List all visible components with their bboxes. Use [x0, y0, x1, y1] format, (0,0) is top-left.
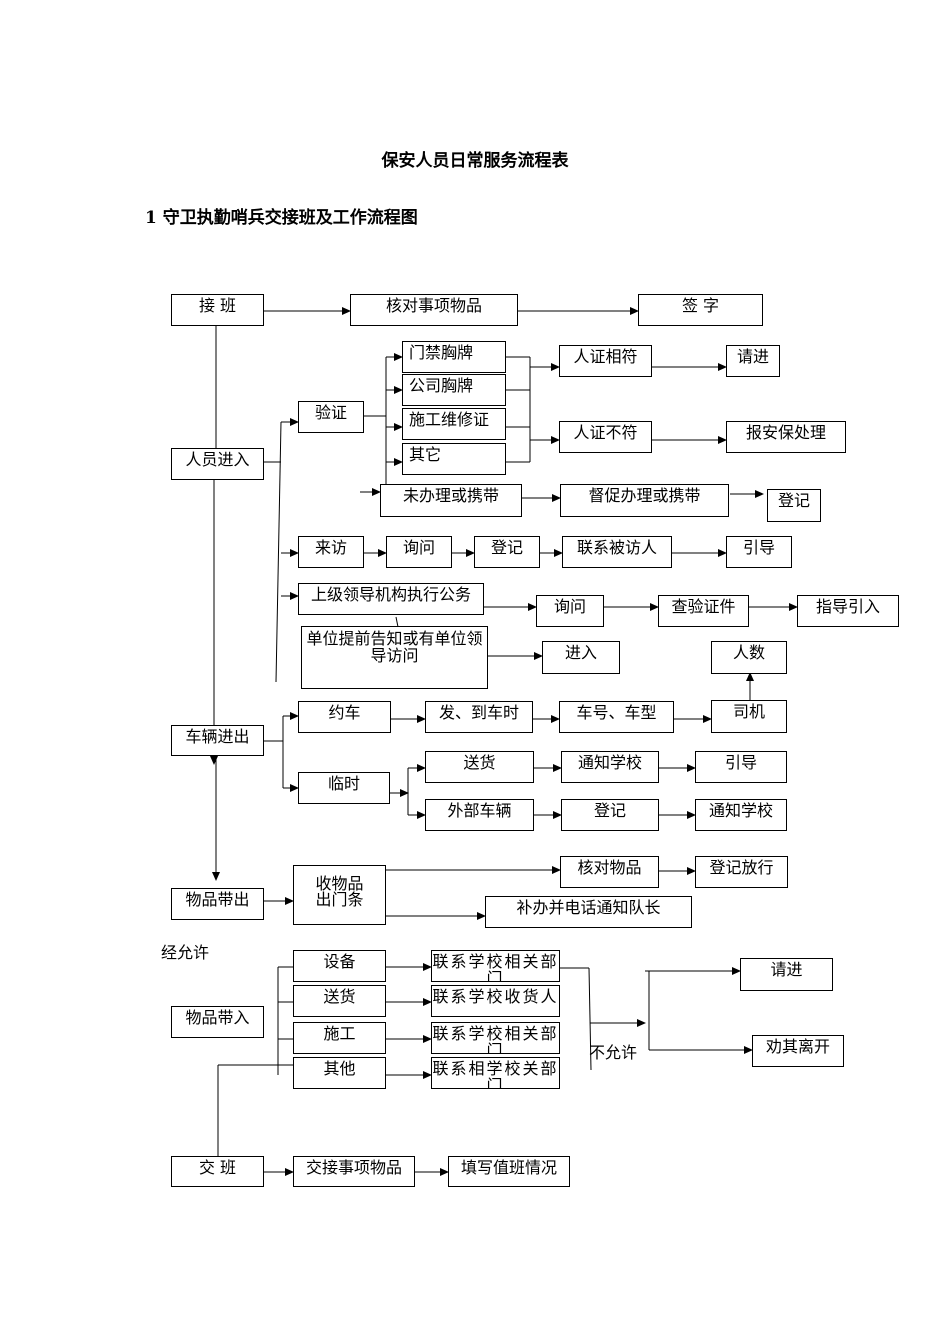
node-dengji-fangxing: 登记放行 — [695, 856, 788, 888]
node-yindao2: 引导 — [695, 751, 787, 783]
node-wupin-dai-ru: 物品带入 — [171, 1006, 264, 1038]
node-dengji2: 登记 — [474, 536, 540, 568]
node-chayan: 查验证件 — [658, 595, 749, 627]
node-lianxi-xiangguan3: 联系相学校关部门 — [431, 1057, 560, 1089]
node-xunwen2: 询问 — [536, 595, 604, 627]
node-lianxi-xiangguan1: 联系学校相关部门 — [431, 950, 560, 982]
node-lianxi-shouhuo: 联系学校收货人 — [431, 985, 560, 1017]
node-jiaoban: 交 班 — [171, 1156, 264, 1187]
node-gongsi: 公司胸牌 — [402, 374, 506, 406]
node-duchu: 督促办理或携带 — [560, 484, 729, 517]
node-jinru: 进入 — [542, 641, 620, 674]
node-shouwupin: 收物品出门条 — [293, 865, 386, 925]
node-chehao: 车号、车型 — [559, 701, 674, 733]
node-qita1: 其它 — [402, 443, 506, 475]
node-jiaojie: 交接事项物品 — [293, 1156, 415, 1187]
node-waibu: 外部车辆 — [425, 799, 534, 831]
section-title: 1 守卫执勤哨兵交接班及工作流程图 — [145, 208, 418, 228]
node-yanzheng: 验证 — [298, 401, 364, 433]
node-lianxi: 联系被访人 — [562, 536, 672, 568]
node-hedui: 核对事项物品 — [350, 294, 518, 326]
node-wupin-dai-chu: 物品带出 — [171, 888, 264, 920]
node-renyuan: 人员进入 — [171, 448, 264, 480]
node-laifang: 来访 — [298, 536, 364, 568]
node-menjin: 门禁胸牌 — [402, 341, 506, 373]
node-quanqi: 劝其离开 — [752, 1035, 844, 1067]
node-renzheng-xiangfu: 人证相符 — [559, 345, 652, 377]
node-xunwen1: 询问 — [386, 536, 452, 568]
node-danwei: 单位提前告知或有单位领导访问 — [301, 626, 488, 689]
node-fadao: 发、到车时 — [425, 701, 533, 733]
node-qita2: 其他 — [293, 1057, 386, 1089]
node-songhuo2: 送货 — [293, 985, 386, 1017]
node-shebei: 设备 — [293, 950, 386, 982]
node-weibanli: 未办理或携带 — [380, 484, 522, 517]
node-tongzhi2: 通知学校 — [695, 799, 787, 831]
node-yindao1: 引导 — [726, 536, 792, 568]
node-zhidao: 指导引入 — [797, 595, 899, 627]
node-tongzhi1: 通知学校 — [561, 751, 659, 783]
node-hedui-wupin: 核对物品 — [560, 856, 659, 888]
node-qingjin2: 请进 — [740, 958, 833, 991]
node-lianxi-xiangguan2: 联系学校相关部门 — [431, 1022, 560, 1054]
node-yueche: 约车 — [298, 701, 391, 733]
node-cheliang: 车辆进出 — [171, 725, 264, 756]
node-renzheng-bufu: 人证不符 — [559, 421, 652, 453]
node-songhuo1: 送货 — [425, 751, 534, 783]
node-shangji: 上级领导机构执行公务 — [298, 583, 484, 615]
label-bu-yunxu: 不允许 — [589, 1043, 638, 1062]
node-siji: 司机 — [711, 700, 787, 733]
node-renshu: 人数 — [711, 641, 787, 674]
node-linshi: 临时 — [298, 772, 390, 804]
node-buban: 补办并电话通知队长 — [485, 896, 692, 928]
node-shigong-zheng: 施工维修证 — [402, 408, 506, 440]
node-jieban: 接 班 — [171, 294, 264, 326]
node-tianxie: 填写值班情况 — [448, 1156, 570, 1187]
node-shigong: 施工 — [293, 1022, 386, 1054]
label-jing-yunxu: 经允许 — [161, 943, 210, 962]
node-baoan: 报安保处理 — [726, 421, 846, 453]
node-dengji3: 登记 — [561, 799, 659, 831]
page-title: 保安人员日常服务流程表 — [381, 151, 569, 171]
node-dengji1: 登记 — [767, 489, 821, 522]
node-qianzi: 签 字 — [638, 294, 763, 326]
node-qingjin1: 请进 — [726, 345, 780, 377]
